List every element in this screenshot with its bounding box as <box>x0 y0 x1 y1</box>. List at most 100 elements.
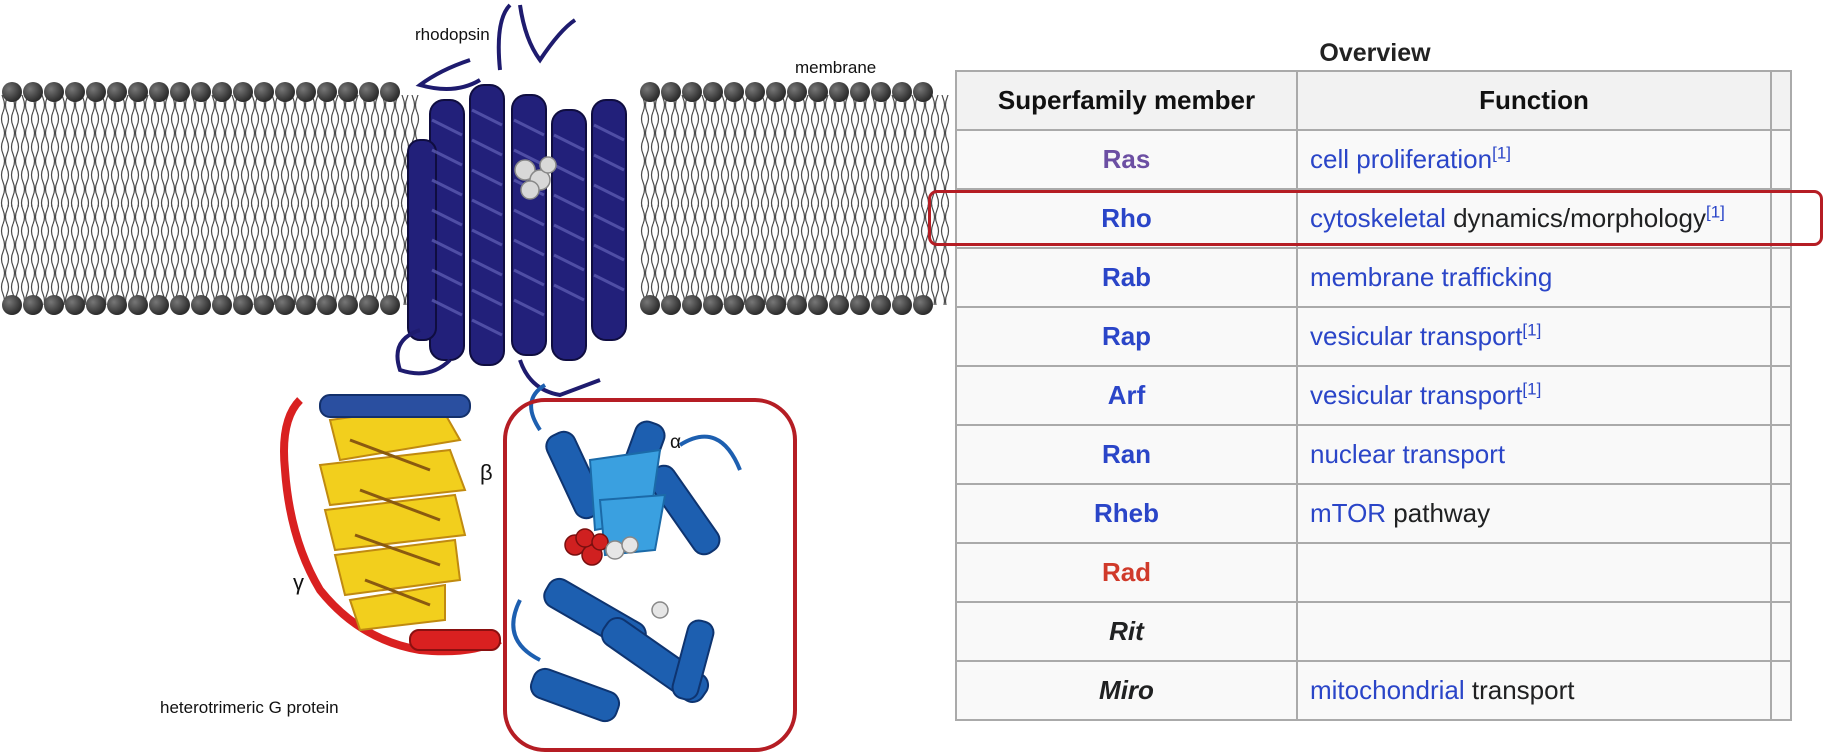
function-link[interactable]: membrane trafficking <box>1310 262 1553 292</box>
lipid-head <box>254 295 274 315</box>
superfamily-member-link[interactable]: Ran <box>955 424 1298 485</box>
lipid-head <box>107 82 127 102</box>
superfamily-member-link[interactable]: Arf <box>955 365 1298 426</box>
function-cell: mitochondrial transport <box>1296 660 1772 721</box>
function-cell: vesicular transport[1] <box>1296 306 1772 367</box>
row-spacer <box>1770 483 1792 544</box>
reference-link[interactable]: [1] <box>1522 320 1542 340</box>
lipid-head <box>724 82 744 102</box>
function-link[interactable]: vesicular transport <box>1310 321 1523 351</box>
lipid-head <box>745 82 765 102</box>
lipid-head <box>787 82 807 102</box>
lipid-head <box>913 82 933 102</box>
label-gamma: γ <box>293 570 304 595</box>
superfamily-member-link[interactable]: Miro <box>955 660 1298 721</box>
reference-link[interactable]: [1] <box>1705 202 1725 222</box>
superfamily-member-link[interactable]: Rab <box>955 247 1298 308</box>
lipid-head <box>233 295 253 315</box>
function-text: transport <box>1464 675 1575 705</box>
protein-diagram: rhodopsin membrane α β γ heterotrimeric … <box>0 3 950 752</box>
function-link[interactable]: mitochondrial <box>1310 675 1465 705</box>
row-spacer <box>1770 365 1792 426</box>
reference-link[interactable]: [1] <box>1492 143 1511 163</box>
lipid-head <box>766 82 786 102</box>
membrane-bilayer-right <box>640 82 950 315</box>
overview-table: Superfamily member Function Ras cell pro… <box>955 70 1792 721</box>
lipid-head <box>380 82 400 102</box>
header-superfamily-member: Superfamily member <box>955 70 1298 131</box>
reference-link[interactable]: [1] <box>1522 379 1542 399</box>
lipid-head <box>871 295 891 315</box>
row-spacer <box>1770 424 1792 485</box>
row-spacer <box>1770 188 1792 249</box>
table-row: Rad <box>955 542 1792 603</box>
function-link[interactable]: cytoskeletal <box>1310 203 1446 233</box>
table-row: Ran nuclear transport <box>955 424 1792 485</box>
function-cell <box>1296 601 1772 662</box>
function-cell <box>1296 542 1772 603</box>
rhodopsin-structure <box>395 3 627 398</box>
lipid-head <box>745 295 765 315</box>
function-link[interactable]: cell proliferation <box>1310 144 1493 174</box>
lipid-head <box>212 82 232 102</box>
table-row: Rap vesicular transport[1] <box>955 306 1792 367</box>
lipid-head <box>23 295 43 315</box>
lipid-head <box>149 82 169 102</box>
superfamily-member-link[interactable]: Ras <box>955 129 1298 190</box>
superfamily-member-link[interactable]: Rap <box>955 306 1298 367</box>
lipid-head <box>724 295 744 315</box>
function-cell: cytoskeletal dynamics/morphology[1] <box>1296 188 1772 249</box>
lipid-head <box>44 295 64 315</box>
function-link[interactable]: nuclear transport <box>1310 439 1506 469</box>
lipid-head <box>275 82 295 102</box>
function-cell: cell proliferation[1] <box>1296 129 1772 190</box>
lipid-head <box>703 82 723 102</box>
row-spacer <box>1770 542 1792 603</box>
table-caption: Overview <box>1319 39 1431 67</box>
function-text: pathway <box>1386 498 1491 528</box>
lipid-head <box>829 295 849 315</box>
lipid-head <box>23 82 43 102</box>
alpha-subunit <box>511 383 742 723</box>
lipid-head <box>296 295 316 315</box>
lipid-head <box>829 82 849 102</box>
lipid-head <box>766 295 786 315</box>
superfamily-member-link[interactable]: Rho <box>955 188 1298 249</box>
lipid-head <box>871 82 891 102</box>
row-spacer <box>1770 247 1792 308</box>
superfamily-member-link[interactable]: Rad <box>955 542 1298 603</box>
row-spacer <box>1770 660 1792 721</box>
overview-table-container: Overview Superfamily member Function Ras… <box>955 36 1795 721</box>
table-row: Arf vesicular transport[1] <box>955 365 1792 426</box>
function-link[interactable]: vesicular transport <box>1310 380 1523 410</box>
lipid-head <box>191 82 211 102</box>
superfamily-member-link[interactable]: Rit <box>955 601 1298 662</box>
lipid-head <box>892 295 912 315</box>
label-membrane: membrane <box>795 58 876 77</box>
lipid-head <box>254 82 274 102</box>
table-row: Rho cytoskeletal dynamics/morphology[1] <box>955 188 1792 249</box>
row-spacer <box>1770 306 1792 367</box>
function-text: dynamics/morphology <box>1445 203 1706 233</box>
function-cell: membrane trafficking <box>1296 247 1772 308</box>
lipid-head <box>359 295 379 315</box>
header-spacer <box>1770 70 1792 131</box>
lipid-head <box>640 295 660 315</box>
lipid-head <box>317 295 337 315</box>
function-cell: vesicular transport[1] <box>1296 365 1772 426</box>
header-function: Function <box>1296 70 1772 131</box>
row-spacer <box>1770 601 1792 662</box>
lipid-head <box>850 82 870 102</box>
lipid-head <box>128 295 148 315</box>
table-row: Rit <box>955 601 1792 662</box>
lipid-head <box>703 295 723 315</box>
lipid-head <box>380 295 400 315</box>
lipid-head <box>2 82 22 102</box>
lipid-head <box>128 82 148 102</box>
membrane-bilayer-left <box>0 82 420 315</box>
lipid-head <box>808 82 828 102</box>
function-link[interactable]: mTOR <box>1310 498 1387 528</box>
lipid-head <box>212 295 232 315</box>
superfamily-member-link[interactable]: Rheb <box>955 483 1298 544</box>
row-spacer <box>1770 129 1792 190</box>
